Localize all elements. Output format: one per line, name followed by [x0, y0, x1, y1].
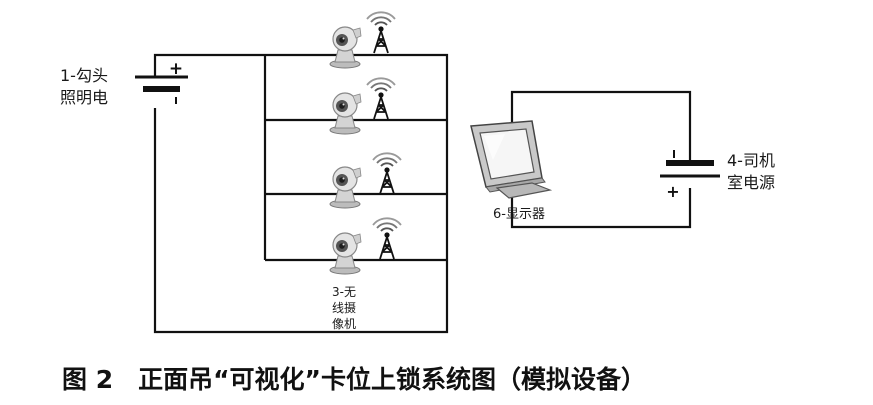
camera-label-line2: 线摄: [332, 300, 356, 315]
antenna-tower-icon: [366, 11, 396, 54]
figure-caption: 图 2 正面吊“可视化”卡位上锁系统图（模拟设备）: [62, 365, 646, 394]
cab-battery-plus-sign: +: [666, 182, 679, 201]
monitor-icon: [470, 120, 553, 199]
cab-power-label-line2: 室电源: [727, 173, 775, 192]
wiring: [153, 53, 692, 334]
camera-label-line1: 3-无: [332, 285, 356, 299]
wireless-camera-icon: [329, 232, 362, 275]
display-label: 6-显示器: [493, 207, 545, 222]
cab-power-label-line1: 4-司机: [727, 151, 775, 170]
hook-light-battery: +: [135, 59, 188, 104]
hook-light-label-line1: 1-勾头: [60, 66, 108, 85]
antenna-tower-icon: [372, 152, 402, 195]
wireless-camera-icon: [329, 26, 362, 69]
antenna-tower-icon: [366, 77, 396, 120]
wireless-camera-icon: [329, 92, 362, 135]
hook-light-label-line2: 照明电: [60, 88, 108, 107]
wireless-camera-icon: [329, 166, 362, 209]
camera-label-line3: 像机: [332, 317, 356, 331]
antenna-tower-icon: [372, 217, 402, 260]
cab-power-battery: +: [660, 150, 720, 201]
battery-plus-sign: +: [169, 59, 183, 79]
